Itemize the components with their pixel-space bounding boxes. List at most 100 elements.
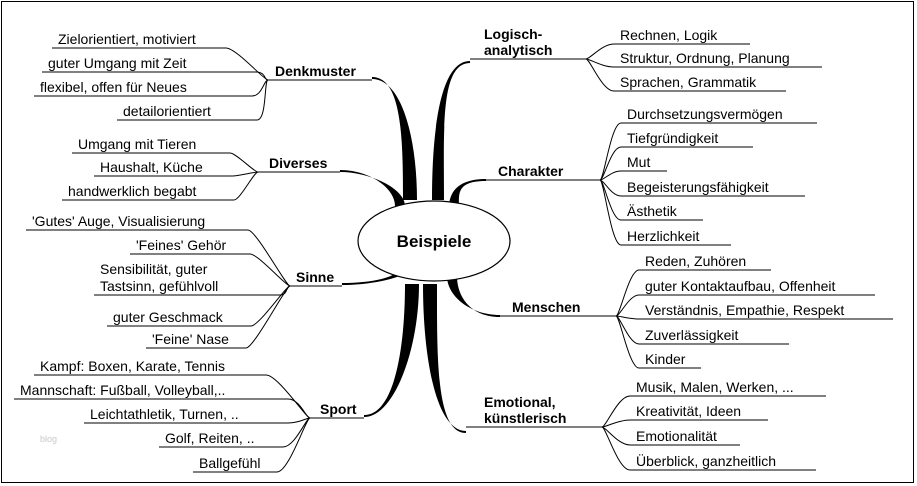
- branch-item-diverses-line: Umgang mit Tieren: [78, 136, 196, 152]
- branch-label-denkmuster: Denkmuster: [275, 63, 356, 79]
- branch-connector-sport: [364, 284, 419, 417]
- branch-item-menschen-line: Reden, Zuhören: [645, 253, 746, 269]
- item-lines: [14, 43, 893, 473]
- item-connector: [601, 426, 631, 471]
- branch-item-charakter: Begeisterungsfähigkeit: [627, 179, 769, 195]
- branch-item-charakter: Tiefgründigkeit: [627, 130, 718, 146]
- branch-item-sport: Kampf: Boxen, Karate, Tennis: [40, 358, 225, 374]
- branch-connector-denkmuster: [372, 77, 417, 200]
- item-connector: [601, 426, 631, 446]
- item-connector: [233, 171, 259, 201]
- branch-item-diverses: Umgang mit Tieren: [78, 136, 196, 152]
- branch-item-sinne-line: 'Feines' Gehör: [136, 237, 227, 253]
- branch-item-sport-line: Ballgefühl: [199, 455, 261, 471]
- branch-label-emotional-line: künstlerisch: [484, 410, 566, 426]
- item-connector: [231, 171, 259, 177]
- branch-item-emotional-line: Emotionalität: [636, 428, 717, 444]
- branch-item-diverses-line: Haushalt, Küche: [100, 159, 203, 175]
- branch-item-emotional: Emotionalität: [636, 428, 717, 444]
- branch-connector-menschen: [447, 276, 500, 317]
- branch-item-menschen: Reden, Zuhören: [645, 253, 746, 269]
- branch-connector-logisch: [432, 61, 470, 200]
- branch-label-sinne-line: Sinne: [296, 269, 334, 285]
- branch-label-logisch: Logisch-analytisch: [484, 26, 552, 58]
- branch-item-sinne-line: Tastsinn, gefühlvoll: [100, 278, 218, 294]
- branch-item-emotional: Überblick, ganzheitlich: [636, 452, 776, 469]
- item-connector: [615, 315, 640, 369]
- branch-item-denkmuster: guter Umgang mit Zeit: [48, 55, 187, 71]
- branch-item-charakter: Herzlichkeit: [627, 228, 699, 244]
- branch-label-menschen-line: Menschen: [512, 299, 580, 315]
- branch-item-logisch-line: Struktur, Ordnung, Planung: [620, 50, 790, 66]
- branch-item-sport-line: Golf, Reiten, ..: [165, 430, 254, 446]
- branch-label-charakter-line: Charakter: [498, 163, 564, 179]
- branch-label-emotional-line: Emotional,: [484, 394, 556, 410]
- branch-item-sinne-line: Sensibilität, guter: [100, 261, 208, 277]
- branch-label-emotional: Emotional,künstlerisch: [484, 394, 566, 426]
- branch-item-sport: Mannschaft: Fußball, Volleyball,..: [20, 382, 225, 398]
- branch-item-sinne: 'Feine' Nase: [152, 331, 229, 347]
- branch-item-emotional: Kreativität, Ideen: [636, 403, 741, 419]
- branch-item-emotional-line: Musik, Malen, Werken, ...: [636, 379, 794, 395]
- branch-item-sport-line: Mannschaft: Fußball, Volleyball,..: [20, 382, 225, 398]
- branch-label-denkmuster-line: Denkmuster: [275, 63, 356, 79]
- item-connector: [601, 395, 631, 428]
- branch-item-sport-line: Kampf: Boxen, Karate, Tennis: [40, 358, 225, 374]
- branch-item-sinne: 'Feines' Gehör: [136, 237, 227, 253]
- branch-item-denkmuster: Zielorientiert, motiviert: [58, 31, 196, 47]
- branch-item-emotional-line: Überblick, ganzheitlich: [636, 452, 776, 469]
- branch-item-sport-line: Leichtathletik, Turnen, ..: [90, 406, 239, 422]
- branch-label-menschen: Menschen: [512, 299, 580, 315]
- branch-item-charakter: Durchsetzungsvermögen: [627, 106, 783, 122]
- item-connector: [599, 179, 622, 246]
- branch-item-sport: Ballgefühl: [199, 455, 261, 471]
- branch-item-charakter-line: Durchsetzungsvermögen: [627, 106, 783, 122]
- item-connector: [615, 315, 640, 320]
- center-label: Beispiele: [397, 232, 472, 251]
- branch-item-menschen: Zuverlässigkeit: [645, 327, 738, 343]
- branch-item-sinne-line: 'Gutes' Auge, Visualisierung: [32, 213, 205, 229]
- branch-item-diverses-line: handwerklich begabt: [68, 183, 197, 199]
- branch-item-charakter: Mut: [627, 154, 650, 170]
- item-connector: [225, 47, 269, 81]
- branch-item-denkmuster-line: Zielorientiert, motiviert: [58, 31, 196, 47]
- watermark-text: blog: [40, 434, 57, 444]
- branch-item-denkmuster: flexibel, offen für Neues: [40, 79, 187, 95]
- branch-item-emotional-line: Kreativität, Ideen: [636, 403, 741, 419]
- branch-item-sinne-line: 'Feine' Nase: [152, 331, 229, 347]
- branch-item-charakter: Ästhetik: [627, 203, 678, 219]
- item-connector: [599, 170, 622, 181]
- branch-item-sinne: guter Geschmack: [113, 309, 224, 325]
- branch-item-logisch-line: Rechnen, Logik: [620, 27, 718, 43]
- branch-item-diverses: handwerklich begabt: [68, 183, 197, 199]
- branch-item-sport: Golf, Reiten, ..: [165, 430, 254, 446]
- branch-label-sport-line: Sport: [320, 401, 357, 417]
- branch-label-logisch-line: Logisch-: [484, 26, 543, 42]
- item-connector: [249, 253, 291, 287]
- branch-item-denkmuster-line: guter Umgang mit Zeit: [48, 55, 187, 71]
- item-connector: [247, 229, 291, 287]
- branch-label-diverses: Diverses: [269, 155, 328, 171]
- item-connector: [276, 417, 311, 473]
- item-connector: [599, 179, 622, 221]
- branch-item-charakter-line: Herzlichkeit: [627, 228, 699, 244]
- item-connector: [250, 285, 291, 327]
- branch-item-logisch: Struktur, Ordnung, Planung: [620, 50, 790, 66]
- branch-item-diverses: Haushalt, Küche: [100, 159, 203, 175]
- branch-item-menschen: Kinder: [645, 351, 686, 367]
- item-connector: [585, 58, 615, 92]
- branch-label-charakter: Charakter: [498, 163, 564, 179]
- branch-item-denkmuster: detailorientiert: [123, 103, 211, 119]
- branch-label-sport: Sport: [320, 401, 357, 417]
- item-connector: [287, 398, 311, 419]
- branch-item-sinne: 'Gutes' Auge, Visualisierung: [32, 213, 205, 229]
- item-connector: [615, 294, 640, 317]
- branch-item-denkmuster-line: detailorientiert: [123, 103, 211, 119]
- branch-item-logisch: Sprachen, Grammatik: [620, 74, 757, 90]
- branch-label-logisch-line: analytisch: [484, 42, 552, 58]
- branch-item-emotional: Musik, Malen, Werken, ...: [636, 379, 794, 395]
- branch-item-menschen-line: Zuverlässigkeit: [645, 327, 738, 343]
- item-connector: [615, 315, 640, 345]
